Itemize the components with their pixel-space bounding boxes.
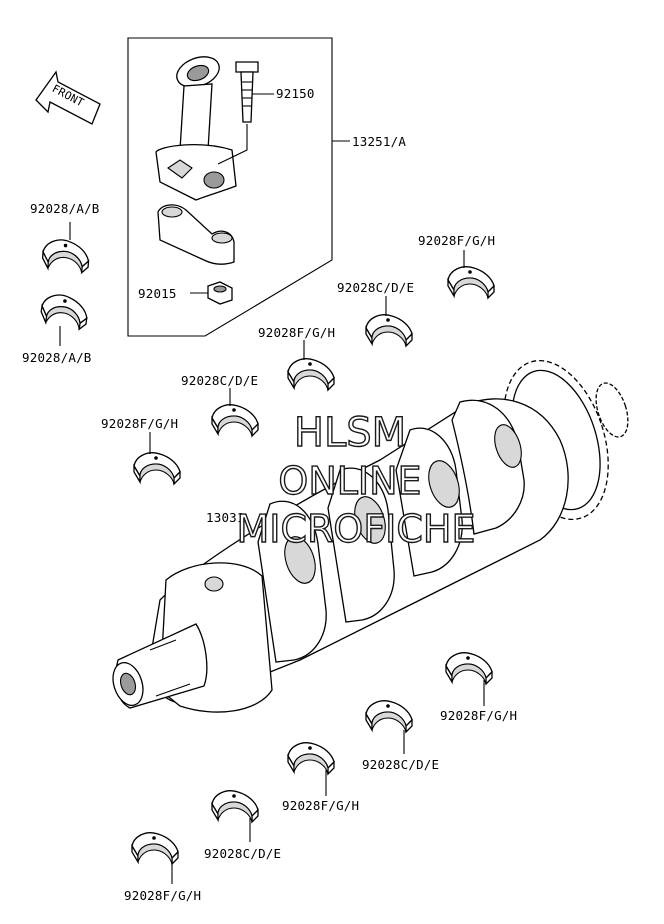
watermark-line-1: HLSM	[294, 410, 406, 456]
label-bearing-cde-3: 92028C/D/E	[362, 757, 439, 772]
main-bearing-cde-3	[365, 700, 413, 754]
main-bearing-fgh-5	[287, 742, 335, 796]
label-rod-nut: 92015	[138, 286, 177, 301]
rod-bearing-shell-upper	[41, 222, 91, 274]
label-bearing-fgh-2: 92028F/G/H	[258, 325, 335, 340]
watermark: HLSM ONLINE MICROFICHE	[236, 409, 476, 551]
label-rod-bolt: 92150	[276, 86, 315, 101]
main-bearing-fgh-6	[131, 832, 179, 884]
main-bearing-cde-2	[211, 388, 259, 437]
label-bearing-cde-2: 92028C/D/E	[181, 373, 258, 388]
front-arrow-icon: FRONT	[35, 70, 101, 125]
main-bearing-fgh-4	[445, 652, 493, 706]
watermark-line-3: MICROFICHE	[236, 507, 475, 551]
rod-bearing-shell-lower	[38, 292, 91, 346]
label-crankshaft: 13031	[206, 510, 245, 525]
rod-bolt	[217, 61, 274, 165]
main-bearing-fgh-1	[447, 250, 495, 299]
main-bearing-fgh-2	[287, 340, 335, 391]
label-bearing-fgh-3: 92028F/G/H	[101, 416, 178, 431]
crankshaft	[112, 359, 629, 713]
label-connecting-rod-assy: 13251/A	[352, 134, 406, 149]
rod-nut	[190, 281, 233, 305]
label-bearing-fgh-5: 92028F/G/H	[282, 798, 359, 813]
label-bearing-cde-1: 92028C/D/E	[337, 280, 414, 295]
watermark-line-2: ONLINE	[278, 459, 421, 503]
main-bearing-cde-1	[365, 296, 413, 347]
main-bearing-cde-4	[211, 790, 259, 842]
connecting-rod-assembly-bracket	[127, 37, 350, 337]
label-bearing-fgh-6: 92028F/G/H	[124, 888, 201, 903]
label-bearing-fgh-1: 92028F/G/H	[418, 233, 495, 248]
rod-cap	[157, 204, 235, 265]
main-bearing-fgh-3	[133, 432, 181, 485]
label-bearing-fgh-4: 92028F/G/H	[440, 708, 517, 723]
label-rod-bearing-upper: 92028/A/B	[30, 201, 100, 216]
connecting-rod	[155, 56, 237, 201]
label-bearing-cde-4: 92028C/D/E	[204, 846, 281, 861]
label-rod-bearing-lower: 92028/A/B	[22, 350, 92, 365]
